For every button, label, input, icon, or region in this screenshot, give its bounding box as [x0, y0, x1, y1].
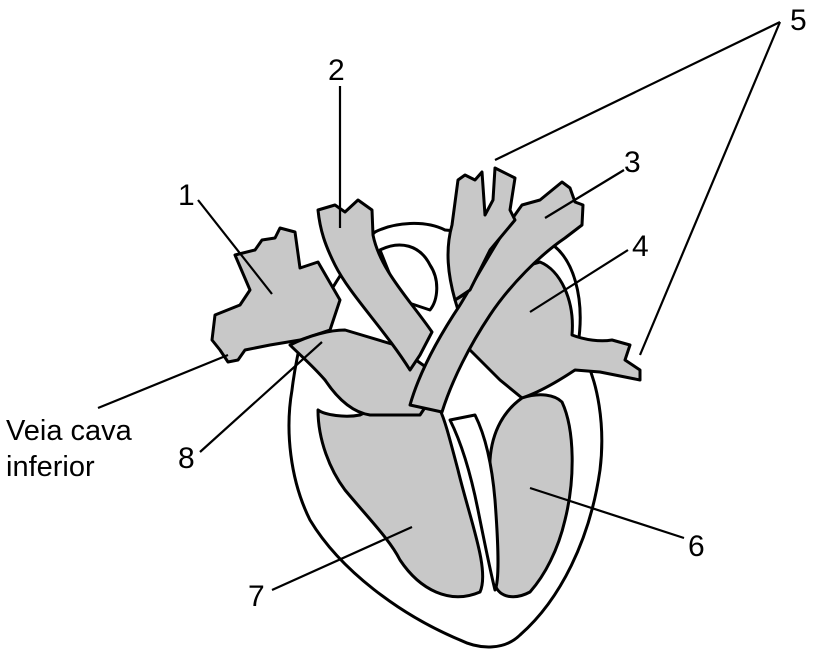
leader-8 — [199, 341, 323, 453]
right-atrium — [288, 328, 432, 417]
label-veia-cava-line1: Veia cava — [6, 415, 133, 447]
pulmonary-veins-top — [446, 166, 517, 302]
leader-3 — [544, 169, 625, 219]
label-2: 2 — [328, 54, 345, 87]
label-veia-cava-line2: inferior — [6, 451, 95, 483]
right-ventricle — [316, 393, 485, 599]
septum — [448, 413, 500, 592]
label-4: 4 — [632, 230, 649, 263]
label-7: 7 — [248, 580, 265, 613]
leader-4 — [529, 249, 629, 313]
leader-veia-cava — [97, 353, 229, 410]
label-1: 1 — [178, 179, 195, 212]
label-3: 3 — [624, 146, 641, 179]
leader-5b — [638, 21, 782, 356]
leader-5a — [494, 21, 781, 161]
leader-7 — [271, 525, 413, 592]
label-6: 6 — [688, 530, 705, 563]
aorta — [316, 198, 434, 372]
leader-6 — [529, 486, 685, 540]
auricle-outline — [378, 243, 439, 312]
label-5: 5 — [790, 4, 807, 37]
vena-cava-superior — [210, 226, 342, 364]
label-8: 8 — [178, 442, 195, 475]
leader-1 — [197, 199, 273, 295]
